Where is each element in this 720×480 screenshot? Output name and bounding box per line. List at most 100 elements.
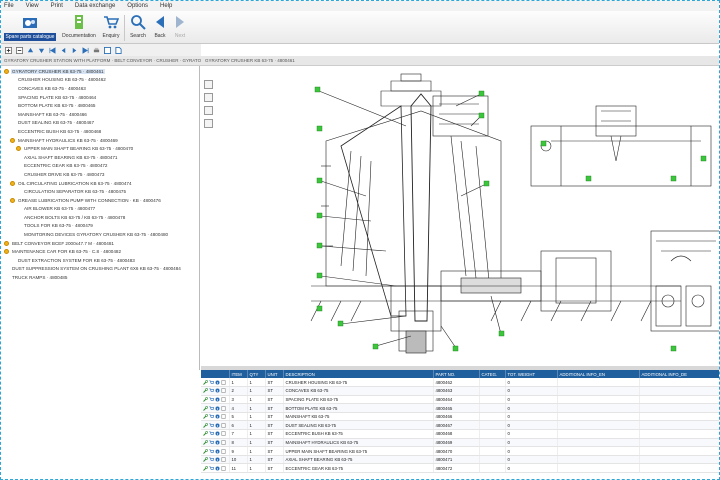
wrench-icon[interactable]	[203, 465, 208, 471]
column-header[interactable]: PART NO.	[433, 370, 480, 378]
enquiry-button[interactable]: Enquiry	[99, 14, 123, 42]
info-icon[interactable]	[215, 388, 220, 393]
row-actions[interactable]	[201, 429, 230, 439]
row-actions[interactable]	[201, 386, 230, 396]
cart-icon[interactable]	[209, 449, 214, 454]
info-icon[interactable]	[215, 423, 220, 428]
spare-parts-catalogue-button[interactable]: Spare parts catalogue	[3, 14, 57, 42]
wrench-icon[interactable]	[203, 388, 208, 394]
tree-item[interactable]: DUST SEALING KB 63-75 · 4800467	[1, 119, 199, 128]
last-page-icon[interactable]	[82, 46, 89, 54]
next-page-icon[interactable]	[71, 47, 78, 54]
document-icon[interactable]	[221, 440, 226, 445]
info-icon[interactable]	[215, 397, 220, 402]
column-header[interactable]: ADDITIONAL INFO_EN	[557, 370, 640, 378]
pan-icon[interactable]	[203, 106, 213, 115]
wrench-icon[interactable]	[203, 440, 208, 445]
tree-item[interactable]: MAINSHAFT HYDRAULICS KB 63-75 · 4800469	[1, 136, 199, 145]
document-icon[interactable]	[221, 414, 226, 419]
previous-page-icon[interactable]	[60, 47, 67, 54]
back-button[interactable]: Back	[151, 14, 169, 42]
info-icon[interactable]	[215, 440, 220, 445]
cart-icon[interactable]	[209, 431, 214, 436]
search-button[interactable]: Search	[127, 14, 149, 42]
row-actions[interactable]	[201, 378, 230, 388]
document-icon[interactable]	[221, 379, 226, 385]
cart-icon[interactable]	[209, 380, 214, 385]
collapse-icon[interactable]	[16, 46, 23, 54]
print-icon[interactable]	[93, 47, 100, 54]
wrench-icon[interactable]	[203, 405, 208, 411]
row-actions[interactable]	[201, 446, 230, 456]
document-icon[interactable]	[221, 397, 226, 402]
down-arrow-icon[interactable]	[38, 47, 45, 54]
column-header[interactable]: CATEG.	[479, 370, 506, 378]
menu-item-options[interactable]: Options	[127, 3, 148, 9]
menu-item-print[interactable]: Print	[50, 3, 63, 9]
tree-item[interactable]: SPACING PLATE KB 63-75 · 4800464	[1, 93, 199, 102]
menu-item-file[interactable]: File	[4, 3, 14, 9]
info-icon[interactable]	[215, 431, 220, 436]
tree-item[interactable]: TRUCK RAMPS · 4800485	[1, 273, 199, 282]
row-actions[interactable]	[201, 412, 230, 422]
zoom-fit-icon[interactable]	[104, 46, 111, 54]
tree-item[interactable]: CRUSHER HOUSING KB 63-75 · 4800462	[1, 76, 199, 85]
wrench-icon[interactable]	[203, 431, 208, 437]
column-header[interactable]: DESCRIPTION	[283, 370, 434, 378]
cart-icon[interactable]	[209, 406, 214, 411]
cart-icon[interactable]	[209, 423, 214, 428]
tree-item[interactable]: OIL CIRCULATING LUBRICATION KB 63-75 · 4…	[1, 179, 199, 188]
info-icon[interactable]	[215, 406, 220, 411]
document-icon[interactable]	[221, 448, 226, 454]
column-header[interactable]: TOT. WEIGHT	[505, 370, 558, 378]
zoom-in-icon[interactable]	[203, 80, 213, 89]
tree-item[interactable]: TOOLS FOR KB 63-75 · 4800479	[1, 222, 199, 231]
menu-item-help[interactable]: Help	[159, 3, 173, 9]
document-icon[interactable]	[221, 465, 226, 471]
info-icon[interactable]	[215, 380, 220, 385]
document-icon[interactable]	[115, 46, 122, 54]
wrench-icon[interactable]	[203, 457, 208, 462]
document-icon[interactable]	[221, 423, 226, 428]
menu-item-view[interactable]: View	[25, 3, 39, 9]
row-actions[interactable]	[201, 463, 230, 474]
column-header[interactable]: UNIT	[265, 370, 284, 378]
info-icon[interactable]	[215, 466, 220, 471]
fit-icon[interactable]	[203, 119, 213, 128]
tree-item[interactable]: CIRCULATION SEPARATOR KB 63-75 · 4800475	[1, 187, 199, 196]
document-icon[interactable]	[221, 388, 226, 394]
tree-item[interactable]: BELT CONVEYOR BCEF 2000x47.7 M · 4800481	[1, 239, 199, 248]
cart-icon[interactable]	[209, 440, 214, 445]
tree-item[interactable]: BOTTOM PLATE KB 63-75 · 4800465	[1, 101, 199, 110]
wrench-icon[interactable]	[203, 397, 208, 402]
zoom-out-icon[interactable]	[203, 93, 213, 102]
cart-icon[interactable]	[209, 457, 214, 462]
tree-item[interactable]: MAINTENANCE CAR FOR KB 63-75 · C.8 · 480…	[1, 247, 199, 256]
technical-drawing[interactable]	[201, 66, 719, 366]
tree-item[interactable]: ANCHOR BOLTS KB 63-75 / KB 63-75 · 48004…	[1, 213, 199, 222]
tree-item[interactable]: AIR BLOWER KB 63-75 · 4800477	[1, 205, 199, 214]
up-arrow-icon[interactable]	[27, 47, 34, 54]
document-icon[interactable]	[221, 405, 226, 411]
cart-icon[interactable]	[209, 397, 214, 402]
column-header[interactable]	[201, 370, 230, 378]
column-header[interactable]: ITEM	[229, 370, 248, 378]
row-actions[interactable]	[201, 438, 230, 448]
documentation-button[interactable]: Documentation	[59, 14, 99, 42]
tree-item[interactable]: GYRATORY CRUSHER KB 63-75 · 4800461	[1, 67, 199, 76]
row-actions[interactable]	[201, 455, 230, 465]
tree-item[interactable]: MONITORING DEVICES GYRATORY CRUSHER KB 6…	[1, 230, 199, 239]
row-actions[interactable]	[201, 403, 230, 413]
wrench-icon[interactable]	[203, 448, 208, 454]
tree-item[interactable]: AXIAL SHAFT BEARING KB 63-75 · 4800471	[1, 153, 199, 162]
tree-item[interactable]: DUST SUPPRESSION SYSTEM ON CRUSHING PLAN…	[1, 265, 199, 274]
row-actions[interactable]	[201, 395, 230, 405]
